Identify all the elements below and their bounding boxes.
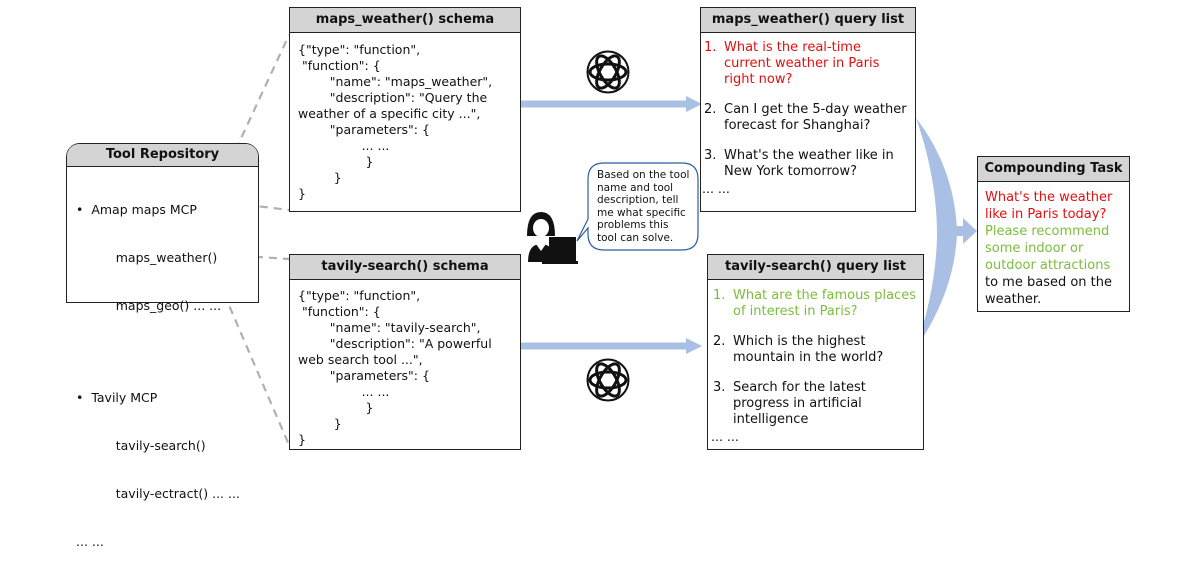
query-number: 1. xyxy=(704,40,717,55)
query-item: 3. Search for the latest progress in art… xyxy=(713,380,919,428)
repo-line: • Amap maps MCP xyxy=(76,202,197,217)
tool-repository-title: Tool Repository xyxy=(67,144,258,167)
maps-query-list-box: maps_weather() query list xyxy=(700,7,916,212)
merge-arrow xyxy=(916,118,977,348)
query-list-ellipsis: ... ... xyxy=(702,181,730,196)
query-item: 3. What's the weather like in New York t… xyxy=(704,148,910,180)
compounding-task-weather: What's the weather like in Paris today? xyxy=(985,190,1113,222)
query-number: 1. xyxy=(713,288,726,303)
tavily-query-list: 1. What are the famous places of interes… xyxy=(711,288,919,444)
query-number: 3. xyxy=(704,148,717,163)
person-at-computer-icon xyxy=(527,212,578,264)
query-text: Which is the highest mountain in the wor… xyxy=(733,334,884,365)
compounding-task-attractions: Please recommend some indoor or outdoor … xyxy=(985,224,1111,273)
query-item: 1. What is the real-time current weather… xyxy=(704,40,910,88)
maps-query-list: 1. What is the real-time current weather… xyxy=(702,40,910,196)
maps-schema-title: maps_weather() schema xyxy=(290,8,520,33)
repo-line xyxy=(76,346,240,358)
maps-schema-code: {"type": "function", "function": { "name… xyxy=(298,42,493,201)
repo-line: tavily-search() xyxy=(76,438,206,453)
maps-schema-box: maps_weather() schema xyxy=(289,7,521,212)
query-text: Search for the latest progress in artifi… xyxy=(733,380,866,427)
connector-tavily-top xyxy=(212,252,290,261)
diagram-canvas: Tool Repository • Amap maps MCP maps_wea… xyxy=(66,7,1130,549)
query-number: 2. xyxy=(704,102,717,117)
tavily-schema-title: tavily-search() schema xyxy=(290,255,520,280)
diagram-connectors xyxy=(211,34,977,446)
query-item: 2. Can I get the 5-day weather forecast … xyxy=(704,102,910,134)
tool-repository-list: • Amap maps MCP maps_weather() maps_geo(… xyxy=(76,170,240,582)
speech-bubble-text: Based on the tool name and tool descript… xyxy=(597,169,690,244)
query-item: 2. Which is the highest mountain in the … xyxy=(713,334,919,366)
tavily-schema-box: tavily-search() schema xyxy=(289,254,521,450)
speech-bubble xyxy=(576,162,699,251)
tavily-query-list-title: tavily-search() query list xyxy=(708,255,923,280)
query-number: 3. xyxy=(713,380,726,395)
query-list-ellipsis: ... ... xyxy=(711,429,739,444)
repo-line: ... ... xyxy=(76,534,104,549)
tool-repository-box: Tool Repository xyxy=(66,143,259,303)
tavily-query-list-box: tavily-search() query list xyxy=(707,254,924,450)
query-item: 1. What are the famous places of interes… xyxy=(713,288,919,320)
compounding-task-box: Compounding Task xyxy=(977,156,1130,312)
openai-logo-icon xyxy=(586,358,630,402)
query-text: Can I get the 5-day weather forecast for… xyxy=(724,102,907,133)
compounding-task-text: What's the weather like in Paris today? … xyxy=(985,189,1127,308)
arrow-maps-to-queries xyxy=(520,96,702,112)
compounding-task-tail: to me based on the weather. xyxy=(985,275,1113,307)
connector-maps-bottom xyxy=(231,201,290,212)
maps-query-list-title: maps_weather() query list xyxy=(701,8,915,33)
query-number: 2. xyxy=(713,334,726,349)
repo-line: maps_weather() xyxy=(76,250,218,265)
arrow-tavily-to-queries xyxy=(520,338,702,354)
repo-line: maps_geo() ... ... xyxy=(76,298,222,313)
query-text: What is the real-time current weather in… xyxy=(724,40,880,87)
query-text: What are the famous places of interest i… xyxy=(733,288,916,319)
repo-line: tavily-ectract() ... ... xyxy=(76,486,240,501)
compounding-task-title: Compounding Task xyxy=(978,157,1129,182)
query-text: What's the weather like in New York tomo… xyxy=(724,148,894,179)
repo-line: • Tavily MCP xyxy=(76,390,158,405)
openai-logo-icon xyxy=(586,50,630,94)
tavily-schema-code: {"type": "function", "function": { "name… xyxy=(298,288,492,447)
